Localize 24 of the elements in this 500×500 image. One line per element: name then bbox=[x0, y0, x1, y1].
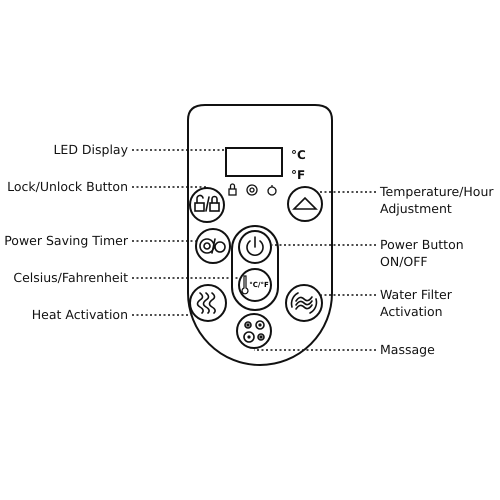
up-button bbox=[287, 186, 323, 222]
leader-line bbox=[318, 191, 376, 193]
leader-line bbox=[272, 244, 376, 246]
leader-line bbox=[254, 349, 376, 351]
temperature-unit-button bbox=[238, 268, 272, 302]
unit-label: °F bbox=[291, 167, 306, 184]
callout-label: Water Filter Activation bbox=[380, 286, 498, 320]
led-display bbox=[225, 147, 283, 177]
callout-label: Celsius/Fahrenheit bbox=[13, 269, 128, 286]
power-button bbox=[238, 230, 272, 264]
callout-label: Massage bbox=[380, 341, 498, 358]
callout-label: LED Display bbox=[53, 141, 128, 158]
leader-line bbox=[321, 294, 376, 296]
unit-label: °C bbox=[291, 147, 306, 164]
leader-line bbox=[132, 186, 207, 188]
callout-label: Lock/Unlock Button bbox=[7, 178, 128, 195]
callout-label: Heat Activation bbox=[32, 306, 128, 323]
callout-label: Power Button ON/OFF bbox=[380, 236, 498, 270]
leader-line bbox=[132, 240, 196, 242]
leader-line bbox=[132, 277, 240, 279]
leader-line bbox=[132, 149, 225, 151]
callout-label: Power Saving Timer bbox=[4, 232, 128, 249]
callout-label: Temperature/Hour Adjustment bbox=[380, 183, 498, 217]
leader-line bbox=[132, 314, 194, 316]
